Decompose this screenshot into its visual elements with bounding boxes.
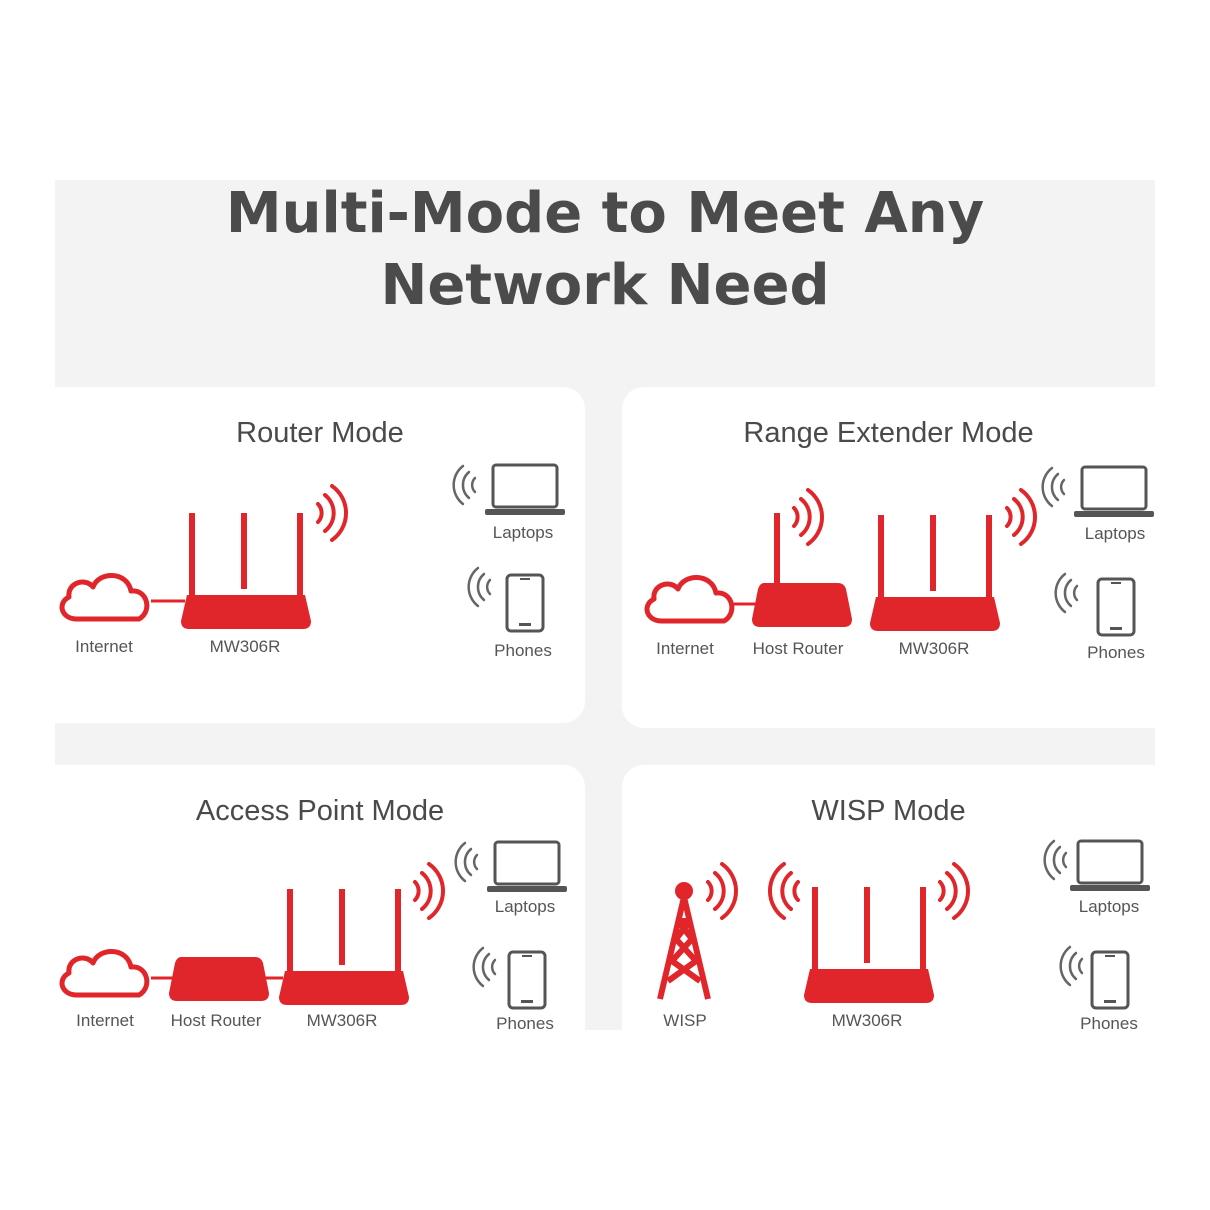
router-mode-card: Router Mode Internet MW306R Laptops Phon… <box>55 387 585 723</box>
wifi-waves-icon <box>316 484 349 542</box>
cloud-icon <box>647 577 732 621</box>
laptop-icon <box>1068 839 1152 893</box>
wisp-mode-title: WISP Mode <box>811 795 966 827</box>
wifi-waves-icon <box>1041 466 1066 508</box>
router-icon <box>804 887 934 1003</box>
internet-label: Internet <box>76 1011 134 1030</box>
router-icon <box>279 889 409 1005</box>
access-point-mode-title: Access Point Mode <box>195 795 445 827</box>
page-title: Multi-Mode to Meet Any Network Need <box>0 178 1210 322</box>
cloud-icon <box>62 575 147 619</box>
model-label: MW306R <box>898 639 970 658</box>
host-router-label: Host Router <box>170 1011 262 1030</box>
wifi-waves-icon <box>452 464 477 506</box>
phone-icon <box>1090 950 1130 1010</box>
wifi-waves-icon <box>454 841 479 883</box>
router-mode-diagram <box>55 463 567 633</box>
internet-label: Internet <box>75 637 133 656</box>
wifi-waves-icon <box>472 946 497 988</box>
wisp-mode-card: WISP Mode WISP MW306R Laptops Phones <box>622 765 1155 1030</box>
page-title-line-1: Multi-Mode to Meet Any <box>225 181 985 246</box>
internet-label: Internet <box>656 639 714 658</box>
wifi-waves-icon <box>1005 488 1038 546</box>
wifi-waves-icon <box>1043 839 1068 881</box>
phone-icon <box>505 573 545 633</box>
model-label: MW306R <box>831 1011 903 1030</box>
router-icon <box>870 515 1000 631</box>
router-mode-title: Router Mode <box>236 417 404 449</box>
phones-label: Phones <box>494 641 552 660</box>
model-label: MW306R <box>209 637 281 656</box>
wifi-waves-icon <box>413 862 446 920</box>
host-router-icon <box>752 583 852 627</box>
model-label: MW306R <box>306 1011 378 1030</box>
access-point-mode-diagram <box>55 840 569 1010</box>
wifi-waves-icon <box>1059 945 1084 987</box>
wisp-mode-diagram <box>622 839 1152 1010</box>
laptops-label: Laptops <box>1078 897 1140 916</box>
laptop-icon <box>485 840 569 894</box>
host-router-label: Host Router <box>752 639 844 658</box>
laptop-icon <box>483 463 567 517</box>
wisp-label: WISP <box>663 1011 707 1030</box>
laptops-label: Laptops <box>1084 524 1146 543</box>
laptops-label: Laptops <box>494 897 556 916</box>
wisp-tower-icon <box>660 882 708 999</box>
wifi-waves-icon <box>938 862 971 920</box>
phone-icon <box>1096 577 1136 637</box>
laptop-icon <box>1072 465 1155 519</box>
phones-label: Phones <box>1087 643 1145 662</box>
range-extender-mode-diagram <box>622 465 1155 637</box>
phones-label: Phones <box>496 1014 554 1030</box>
laptops-label: Laptops <box>492 523 554 542</box>
wifi-waves-icon <box>467 566 492 608</box>
wifi-waves-icon <box>792 488 825 546</box>
cloud-icon <box>62 951 147 995</box>
wifi-waves-icon <box>767 862 800 920</box>
phone-icon <box>507 950 547 1010</box>
range-extender-mode-card: Range Extender Mode Internet Host Router… <box>622 387 1155 728</box>
router-icon <box>181 513 311 629</box>
phones-label: Phones <box>1080 1014 1138 1030</box>
wifi-waves-icon <box>1054 572 1079 614</box>
host-router-antenna <box>774 513 780 585</box>
host-router-icon <box>169 957 269 1001</box>
range-extender-mode-title: Range Extender Mode <box>743 417 1034 449</box>
page-title-line-2: Network Need <box>380 253 830 318</box>
wifi-waves-icon <box>706 862 739 920</box>
access-point-mode-card: Access Point Mode Internet Host Router M… <box>55 765 585 1030</box>
